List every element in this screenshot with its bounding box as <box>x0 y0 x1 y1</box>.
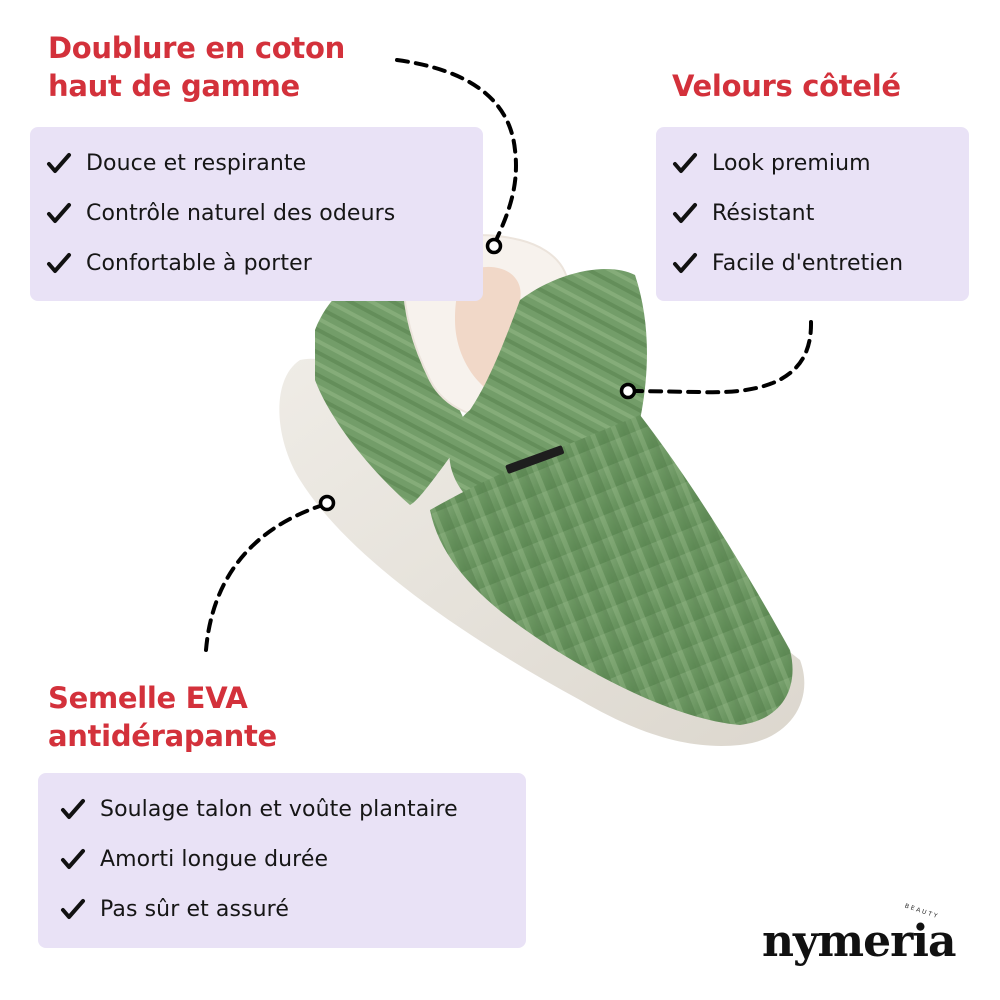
feature-text: Résistant <box>712 200 815 226</box>
callout-line-lining <box>395 58 518 247</box>
checkmark-icon <box>47 203 71 223</box>
brand-logo: nymeria BEAUTY <box>762 903 962 972</box>
heading-line: Doublure en coton <box>48 31 345 65</box>
feature-text: Soulage talon et voûte plantaire <box>100 796 458 822</box>
features-panel-lining: Douce et respirante Contrôle naturel des… <box>30 127 483 301</box>
heading-sole: Semelle EVA antidérapante <box>48 679 277 755</box>
heading-corduroy: Velours côtelé <box>672 67 901 105</box>
checkmark-icon <box>47 253 71 273</box>
checkmark-icon <box>673 153 697 173</box>
heading-line: Semelle EVA <box>48 681 248 715</box>
feature-text: Pas sûr et assuré <box>100 896 289 922</box>
heading-lining: Doublure en coton haut de gamme <box>48 29 345 105</box>
checkmark-icon <box>61 899 85 919</box>
heading-line: haut de gamme <box>48 69 300 103</box>
checkmark-icon <box>61 849 85 869</box>
feature-item: Douce et respirante <box>46 145 306 181</box>
feature-text: Facile d'entretien <box>712 250 904 276</box>
feature-item: Look premium <box>672 145 871 181</box>
upper-toe <box>430 415 793 725</box>
callout-dot-sole <box>318 494 336 512</box>
features-panel-corduroy: Look premium Résistant Facile d'entretie… <box>656 127 969 301</box>
checkmark-icon <box>47 153 71 173</box>
heading-line: antidérapante <box>48 719 277 753</box>
feature-item: Contrôle naturel des odeurs <box>46 195 395 231</box>
feature-item: Amorti longue durée <box>60 841 328 877</box>
feature-text: Look premium <box>712 150 871 176</box>
callout-dot-corduroy <box>619 382 637 400</box>
feature-item: Confortable à porter <box>46 245 312 281</box>
feature-text: Amorti longue durée <box>100 846 329 872</box>
callout-line-sole <box>204 504 322 652</box>
checkmark-icon <box>673 253 697 273</box>
brand-wordmark: nymeria <box>762 916 957 967</box>
upper-heel <box>315 258 470 505</box>
feature-item: Facile d'entretien <box>672 245 903 281</box>
feature-item: Soulage talon et voûte plantaire <box>60 791 458 827</box>
features-panel-sole: Soulage talon et voûte plantaire Amorti … <box>38 773 526 948</box>
feature-text: Douce et respirante <box>86 150 307 176</box>
feature-text: Confortable à porter <box>86 250 312 276</box>
feature-item: Pas sûr et assuré <box>60 891 289 927</box>
brand-tag <box>505 445 564 474</box>
feature-text: Contrôle naturel des odeurs <box>86 200 396 226</box>
callout-line-corduroy <box>634 320 814 395</box>
checkmark-icon <box>61 799 85 819</box>
heading-line: Velours côtelé <box>672 69 901 103</box>
checkmark-icon <box>673 203 697 223</box>
callout-dot-lining <box>485 237 503 255</box>
feature-item: Résistant <box>672 195 814 231</box>
